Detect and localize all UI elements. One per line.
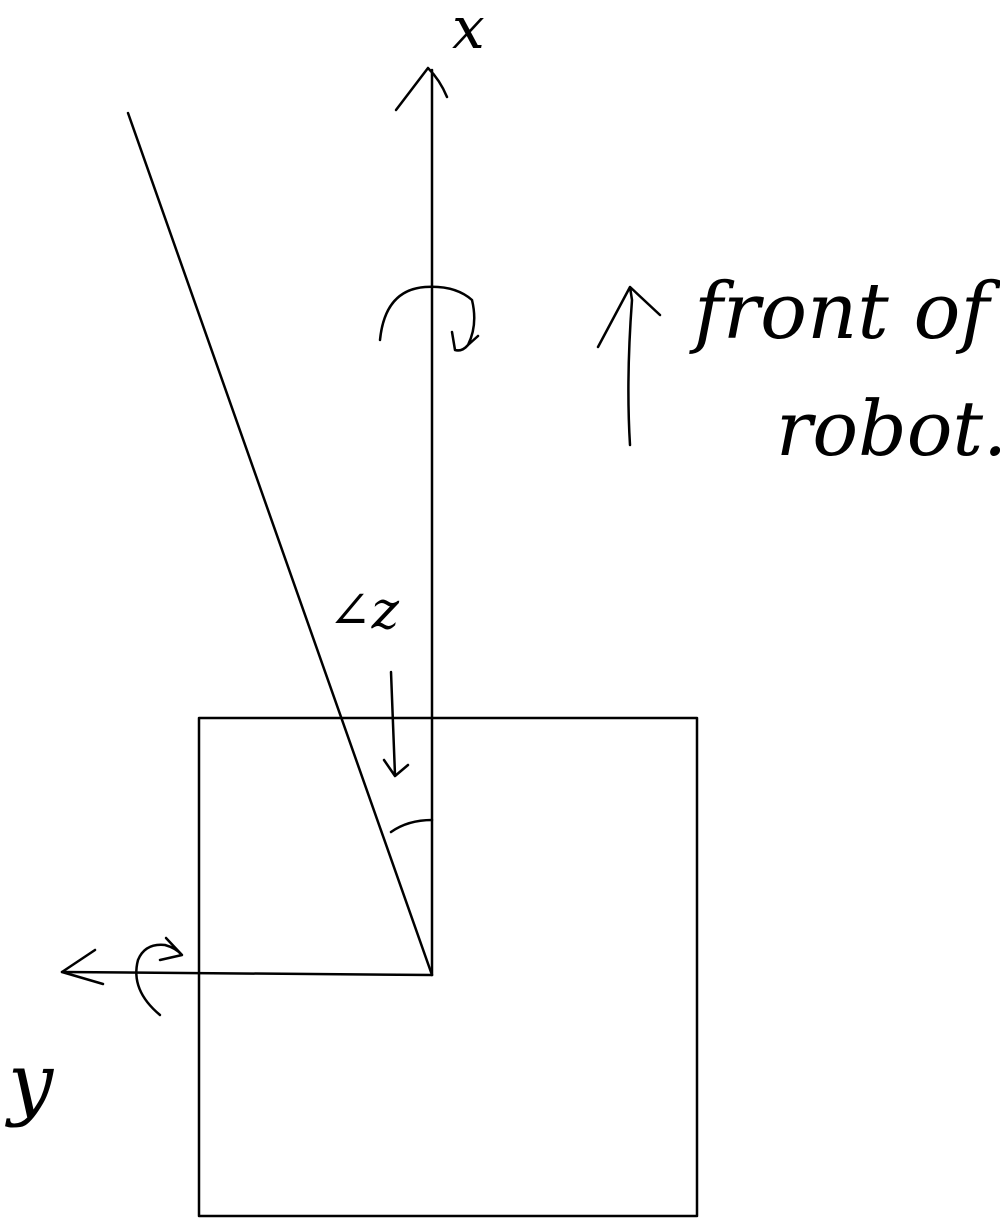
front-direction-arrow [596, 285, 662, 447]
front-note-line2: robot. [776, 384, 1000, 473]
heading-line [126, 111, 434, 977]
angle-arc [389, 818, 434, 834]
angle-label: ∠z [328, 581, 400, 641]
x-axis-label-group: x [452, 0, 485, 62]
x-rotation-arrow [378, 285, 480, 352]
angle-pointer-arrow [382, 670, 410, 778]
y-axis-line [60, 970, 434, 977]
x-axis-arrowhead [394, 66, 449, 112]
y-rotation-arrow [135, 936, 184, 1017]
robot-body-square [197, 716, 699, 1218]
front-note-line1: front of [689, 267, 1000, 357]
y-axis-arrowhead [60, 948, 105, 986]
x-axis-label: x [452, 0, 485, 62]
y-axis-label: y [5, 1036, 55, 1129]
